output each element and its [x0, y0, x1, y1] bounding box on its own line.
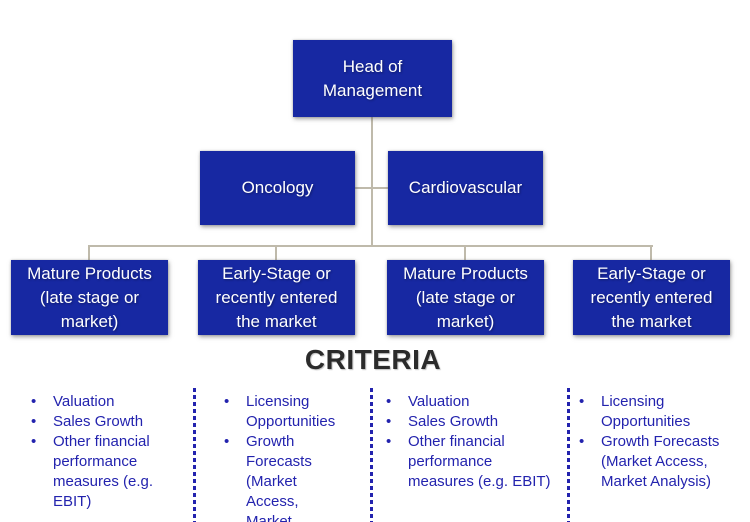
org-box-early-stage-oncology: Early-Stage or recently entered the mark… — [198, 260, 355, 335]
dotted-divider-1 — [193, 388, 196, 522]
criteria-list: Licensing OpportunitiesGrowth Forecasts … — [568, 392, 750, 492]
criteria-column-early-stage-oncology: Licensing OpportunitiesGrowth Forecasts … — [194, 392, 372, 522]
org-box-mature-products-oncology: Mature Products (late stage or market) — [11, 260, 168, 335]
connector-drop-3 — [464, 246, 466, 261]
criteria-item: Growth Forecasts (Market Access, Market … — [222, 432, 336, 522]
criteria-item: Licensing Opportunities — [577, 392, 744, 432]
org-box-oncology: Oncology — [200, 151, 355, 225]
criteria-column-early-stage-cardiovascular: Licensing OpportunitiesGrowth Forecasts … — [568, 392, 750, 522]
org-box-early-stage-cardiovascular: Early-Stage or recently entered the mark… — [573, 260, 730, 335]
org-box-label: Mature Products (late stage or market) — [27, 263, 152, 331]
connector-drop-4 — [650, 246, 652, 261]
criteria-column-mature-oncology: ValuationSales GrowthOther financial per… — [0, 392, 194, 522]
connector-bus — [88, 245, 653, 247]
org-box-label: Oncology — [241, 178, 314, 197]
criteria-item: Other financial performance measures (e.… — [29, 432, 190, 512]
criteria-item: Growth Forecasts (Market Access, Market … — [577, 432, 744, 492]
org-box-label: Mature Products (late stage or market) — [403, 263, 528, 331]
criteria-item: Sales Growth — [29, 412, 190, 432]
criteria-column-mature-cardiovascular: ValuationSales GrowthOther financial per… — [372, 392, 568, 522]
criteria-list: Licensing OpportunitiesGrowth Forecasts … — [194, 392, 372, 522]
criteria-list: ValuationSales GrowthOther financial per… — [372, 392, 568, 492]
org-box-label: Head of Management — [322, 56, 423, 100]
dotted-divider-3 — [567, 388, 570, 522]
connector-branch-tie — [355, 187, 388, 189]
criteria-item: Other financial performance measures (e.… — [384, 432, 558, 492]
criteria-list: ValuationSales GrowthOther financial per… — [0, 392, 194, 512]
criteria-item: Valuation — [384, 392, 558, 412]
connector-drop-1 — [88, 246, 90, 261]
dotted-divider-2 — [370, 388, 373, 522]
org-box-head-of-management: Head of Management — [293, 40, 452, 117]
org-box-label: Early-Stage or recently entered the mark… — [215, 263, 338, 331]
criteria-section-title: CRITERIA — [304, 344, 442, 375]
org-box-label: Cardiovascular — [408, 178, 523, 197]
criteria-item: Sales Growth — [384, 412, 558, 432]
org-box-cardiovascular: Cardiovascular — [388, 151, 543, 225]
org-box-mature-products-cardiovascular: Mature Products (late stage or market) — [387, 260, 544, 335]
criteria-item: Licensing Opportunities — [222, 392, 336, 432]
org-box-label: Early-Stage or recently entered the mark… — [590, 263, 713, 331]
connector-trunk — [371, 117, 373, 247]
connector-drop-2 — [275, 246, 277, 261]
criteria-item: Valuation — [29, 392, 190, 412]
